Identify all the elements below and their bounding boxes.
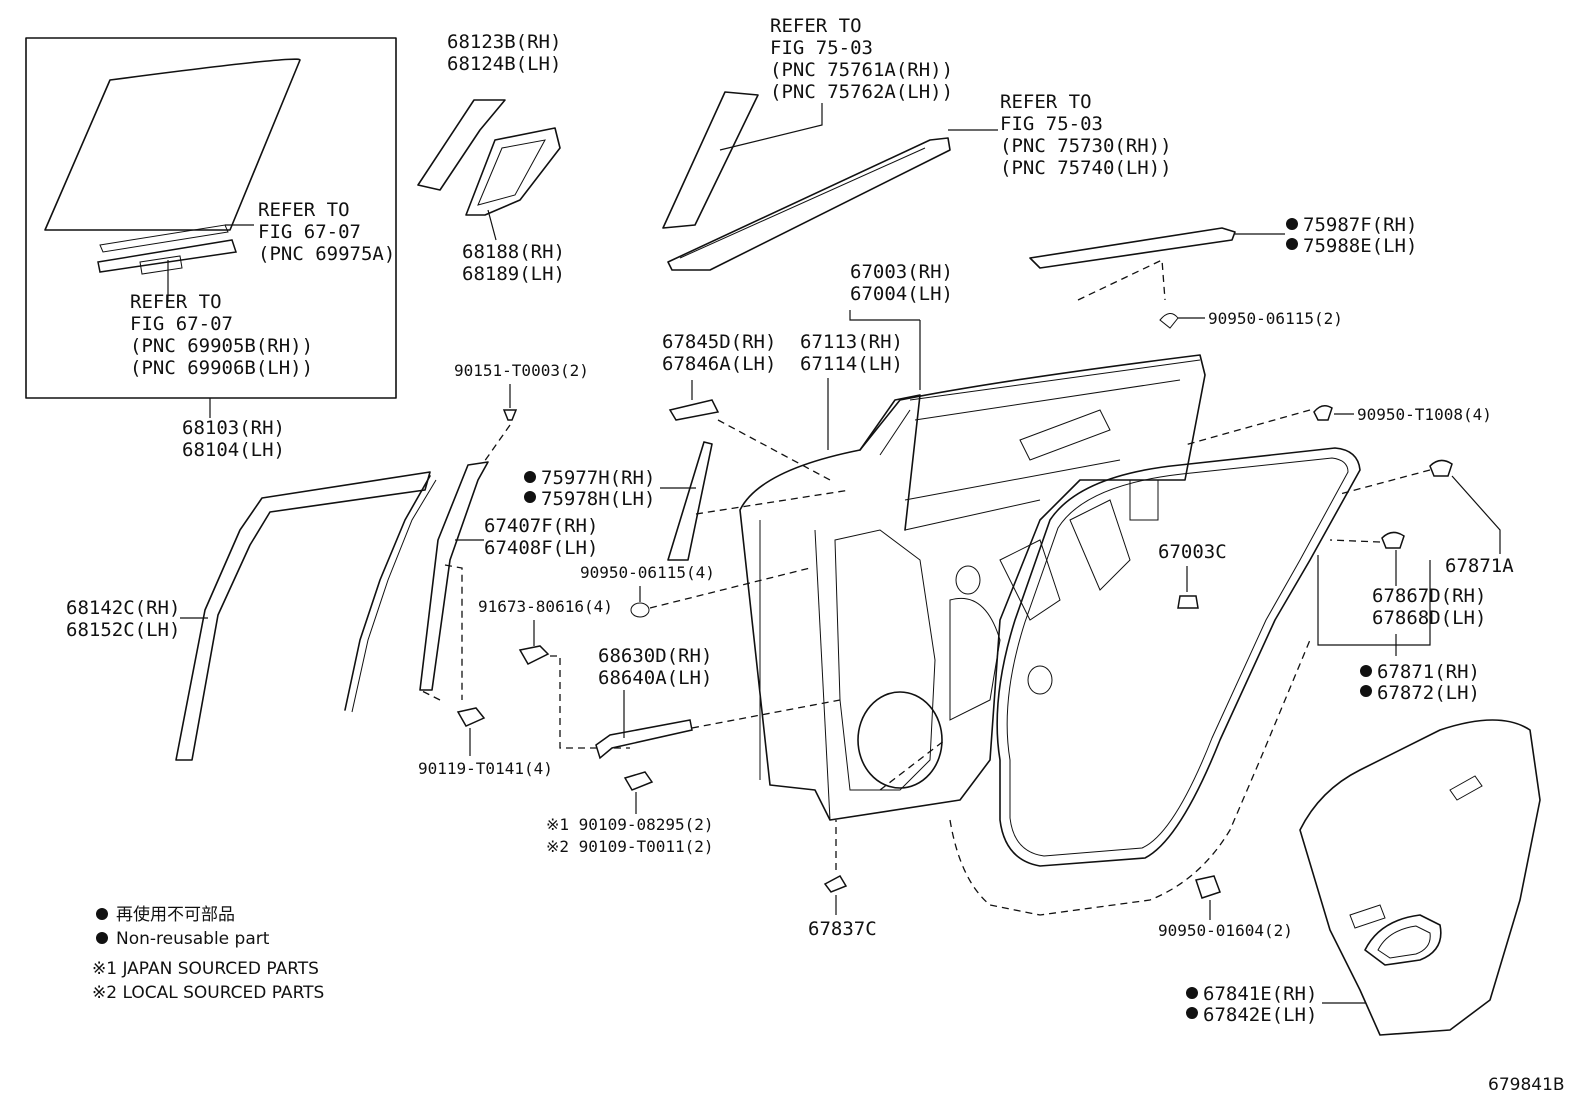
plug-icon [1177,595,1199,609]
label-bolt-b: 90119-T0141(4) [418,759,553,778]
figure-id: 679841B [1488,1075,1565,1095]
clip-icon [630,602,650,618]
label-door-rh: 67003(RH) [850,261,953,283]
label-chan-rh: 68142C(RH) [66,597,180,619]
label-plug-a: 67003C [1158,541,1227,563]
refer-b-line2: FIG 67-07 [130,313,233,335]
nonreusable-dot [1360,685,1372,697]
label-glass-seal-lh: 68189(LH) [462,263,565,285]
refer-b-line3: (PNC 69905B(RH)) [130,335,313,357]
legend-note1: ※1 JAPAN SOURCED PARTS [92,959,319,979]
label-panel-rh: 67113(RH) [800,331,903,353]
label-strip-rh: 67871(RH) [1377,661,1480,683]
legend-nonreusable-jp: 再使用不可部品 [116,904,235,925]
label-window-lh: 68104(LH) [182,439,285,461]
nonreusable-dot [1286,238,1298,250]
label-check-rh: 68630D(RH) [598,645,712,667]
label-window-rh: 68103(RH) [182,417,285,439]
label-panel-lh: 67114(LH) [800,353,903,375]
garnish-moulding [662,91,998,271]
label-mould-lh: 75988E(LH) [1303,235,1417,257]
refer-d-line2: FIG 75-03 [1000,113,1103,135]
nonreusable-dot [1286,218,1298,230]
door-glass-shape [44,58,301,231]
nonreusable-dot [524,491,536,503]
clip-icon [1381,531,1405,549]
label-bolt-c2: ※2 90109-T0011(2) [546,837,714,856]
legend-note2: ※2 LOCAL SOURCED PARTS [92,983,324,1003]
label-plug-b: 67837C [808,918,877,940]
nonreusable-dot [1186,1007,1198,1019]
refer-a-line2: FIG 67-07 [258,221,361,243]
plug-icon [823,875,848,893]
clip-icon [1313,405,1333,421]
nonreusable-dot [1360,665,1372,677]
door-check-shape [595,719,693,760]
refer-b-line1: REFER TO [130,291,222,313]
door-weatherstrip [879,447,1361,916]
label-door-lh: 67004(LH) [850,283,953,305]
label-clip-a: 90950-06115(2) [1208,309,1343,328]
screw-icon [502,409,518,421]
nonreusable-dot [1186,987,1198,999]
refer-c-line1: REFER TO [770,15,862,37]
label-glass-lh: 68124B(LH) [447,53,561,75]
legend-nonreusable-en: Non-reusable part [116,929,270,949]
nonreusable-dot [96,908,108,920]
label-plug-c: 90950-01604(2) [1158,921,1293,940]
label-clip-d-lh: 67868D(LH) [1372,607,1486,629]
label-glass-seal-rh: 68188(RH) [462,241,565,263]
refer-d-line4: (PNC 75740(LH)) [1000,157,1172,179]
legend: 再使用不可部品 Non-reusable part ※1 JAPAN SOURC… [92,904,324,1003]
label-glass-rh: 68123B(RH) [447,31,561,53]
glass-run-shape [419,461,489,691]
label-bolt-a: 91673-80616(4) [478,597,613,616]
nonreusable-dot [96,932,108,944]
label-cover-lh: 67842E(LH) [1203,1004,1317,1026]
service-hole-cover [1299,719,1541,1036]
refer-c-line2: FIG 75-03 [770,37,873,59]
label-cover-rh: 67841E(RH) [1203,983,1317,1005]
quarter-glass [417,99,561,241]
bolt-icon [623,771,654,791]
label-check-lh: 68640A(LH) [598,667,712,689]
label-run-rh: 67407F(RH) [484,515,598,537]
refer-b-line4: (PNC 69906B(LH)) [130,357,313,379]
refer-c-line3: (PNC 75761A(RH)) [770,59,953,81]
window-glass-inset [25,37,397,399]
bolt-icon [518,645,550,665]
refer-d-line1: REFER TO [1000,91,1092,113]
label-tape-rh: 75977H(RH) [541,467,655,489]
label-screw-a: 90151-T0003(2) [454,361,589,380]
label-mould-rh: 75987F(RH) [1303,214,1417,236]
tape-shape [667,441,713,561]
label-tape-lh: 75978H(LH) [541,488,655,510]
bracket-shape [668,399,720,421]
bolt-icon [456,707,486,727]
belt-moulding [1029,218,1298,269]
label-weather-a: 67871A [1445,555,1514,577]
clip-icon [1159,313,1179,329]
label-chan-lh: 68152C(LH) [66,619,180,641]
rear-door-panel [739,354,1206,821]
label-bolt-c1: ※1 90109-08295(2) [546,815,714,834]
label-bracket-rh: 67845D(RH) [662,331,776,353]
nonreusable-dot [524,471,536,483]
label-run-lh: 67408F(LH) [484,537,598,559]
label-clip-c: 90950-06115(4) [580,563,715,582]
label-clip-b: 90950-T1008(4) [1357,405,1492,424]
refer-d-line3: (PNC 75730(RH)) [1000,135,1172,157]
refer-c-line4: (PNC 75762A(LH)) [770,81,953,103]
label-strip-lh: 67872(LH) [1377,682,1480,704]
run-channel [175,471,437,761]
clip-icon [1429,459,1453,477]
refer-a-line1: REFER TO [258,199,350,221]
label-bracket-lh: 67846A(LH) [662,353,776,375]
plug-icon [1195,875,1221,899]
refer-a-line3: (PNC 69975A) [258,243,395,265]
label-clip-d-rh: 67867D(RH) [1372,585,1486,607]
